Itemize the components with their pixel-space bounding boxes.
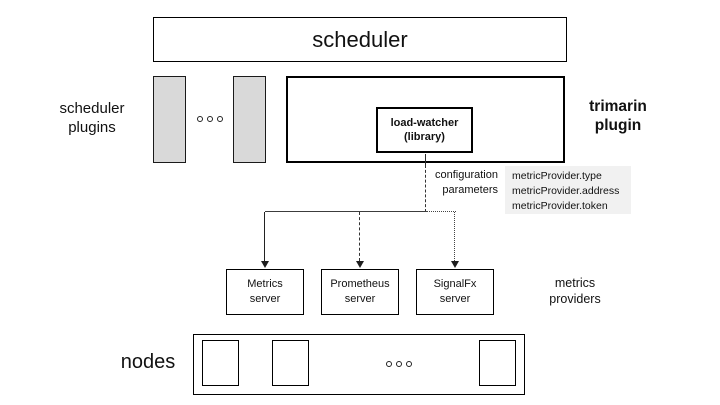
dot-icon [207,116,213,122]
signalfx-server-line2: server [439,293,471,305]
scheduler-label: scheduler [312,26,408,52]
connector-horizontal-solid [265,211,426,213]
config-label-line2: parameters [442,183,498,196]
prometheus-server-line1: Prometheus [330,278,390,290]
scheduler-box: scheduler [153,17,567,62]
dot-icon [217,116,223,122]
plugin-slot [153,76,186,163]
connector-signalfx-dotted [454,212,456,261]
nodes-box [193,334,525,395]
providers-label-line1: metrics [554,276,596,290]
plugins-ellipsis-dots [197,116,223,122]
node-box [479,340,516,386]
node-box [202,340,239,386]
load-watcher-label-line1: load-watcher [390,117,459,129]
metrics-server-line1: Metrics [247,278,283,290]
connector-horizontal-dotted [426,211,456,213]
connector-stem-dashed [425,165,427,212]
trimarin-label-line1: trimarin [589,98,647,115]
param-metric-provider-type: metricProvider.type [512,170,602,182]
param-metric-provider-address: metricProvider.address [512,185,620,197]
load-watcher-box: load-watcher (library) [376,107,473,153]
nodes-ellipsis-dots [386,361,412,367]
nodes-label: nodes [120,351,176,373]
config-label-line1: configuration [435,169,498,181]
param-metric-provider-token: metricProvider.token [512,200,608,212]
connector-stem-solid [425,154,427,165]
metrics-server-box: Metrics server [226,269,304,315]
trimarin-plugin-box: load-watcher (library) [286,76,565,163]
arrowhead-icon [261,261,269,268]
signalfx-server-box: SignalFx server [416,269,494,315]
node-box [272,340,309,386]
providers-label-line2: providers [549,292,601,306]
trimarin-label-line2: plugin [594,117,642,134]
dot-icon [396,361,402,367]
dot-icon [197,116,203,122]
prometheus-server-box: Prometheus server [321,269,399,315]
arrowhead-icon [451,261,459,268]
load-watcher-label-line2: (library) [404,131,445,143]
signalfx-server-line1: SignalFx [433,278,477,290]
dot-icon [386,361,392,367]
scheduler-plugins-label: scheduler plugins [40,99,144,137]
metric-provider-params: metricProvider.type metricProvider.addre… [505,166,631,214]
arrowhead-icon [356,261,364,268]
metrics-providers-label: metrics providers [535,275,615,307]
scheduler-plugins-label-line2: plugins [68,119,116,136]
configuration-parameters-label: configuration parameters [406,168,498,197]
connector-metrics-solid [264,212,266,261]
connector-prometheus-dashed [359,212,361,261]
trimarin-plugin-label: trimarin plugin [577,97,659,135]
plugin-slot [233,76,266,163]
metrics-server-line2: server [249,293,281,305]
dot-icon [406,361,412,367]
scheduler-plugins-label-line1: scheduler [59,100,125,117]
prometheus-server-line2: server [344,293,376,305]
